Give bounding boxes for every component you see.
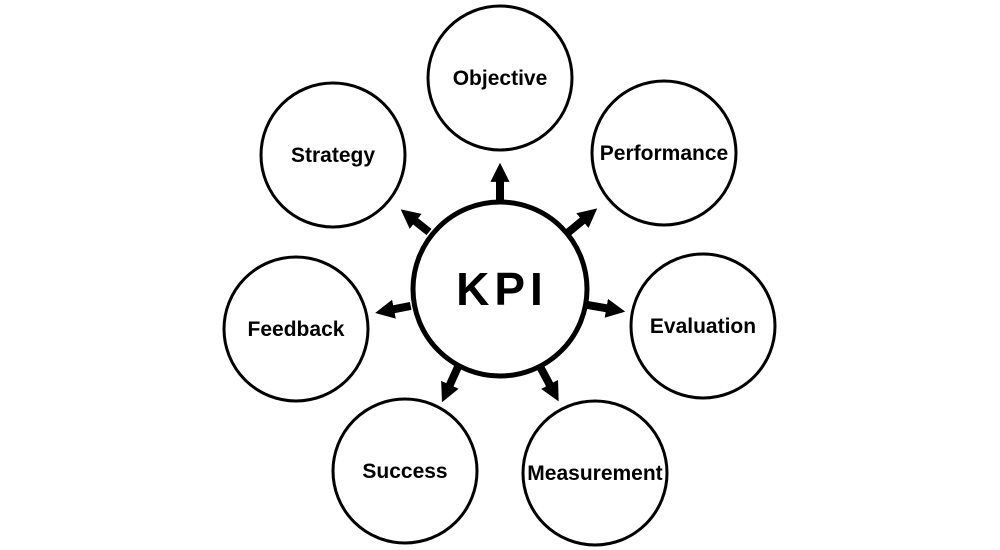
kpi-center-circle [410,199,590,379]
kpi-center-label: KPI [456,263,548,315]
node-label-measurement: Measurement [527,462,662,485]
node-circle-measurement [521,399,669,547]
node-kpi-center: KPI [410,199,590,379]
arrow-to-performance [565,208,598,236]
node-objective: Objective [426,4,574,152]
node-circle-objective [426,4,574,152]
arrow-to-evaluation [585,298,626,318]
node-label-evaluation: Evaluation [650,315,756,338]
node-performance: Performance [590,79,738,227]
node-label-feedback: Feedback [248,318,345,341]
node-label-performance: Performance [600,142,728,165]
node-circle-strategy [259,81,407,229]
arrow-to-strategy [400,209,432,236]
node-measurement: Measurement [521,399,669,547]
node-label-strategy: Strategy [291,144,375,167]
arrow-to-feedback [375,299,412,319]
node-evaluation: Evaluation [629,252,777,400]
node-strategy: Strategy [259,81,407,229]
node-feedback: Feedback [222,255,370,403]
node-circle-success [331,397,479,545]
node-label-objective: Objective [453,67,548,90]
arrow-to-measurement [536,365,559,402]
node-label-success: Success [362,460,447,483]
node-success: Success [331,397,479,545]
node-circle-evaluation [629,252,777,400]
arrow-to-success [441,365,462,403]
node-circle-feedback [222,255,370,403]
node-circle-performance [590,79,738,227]
